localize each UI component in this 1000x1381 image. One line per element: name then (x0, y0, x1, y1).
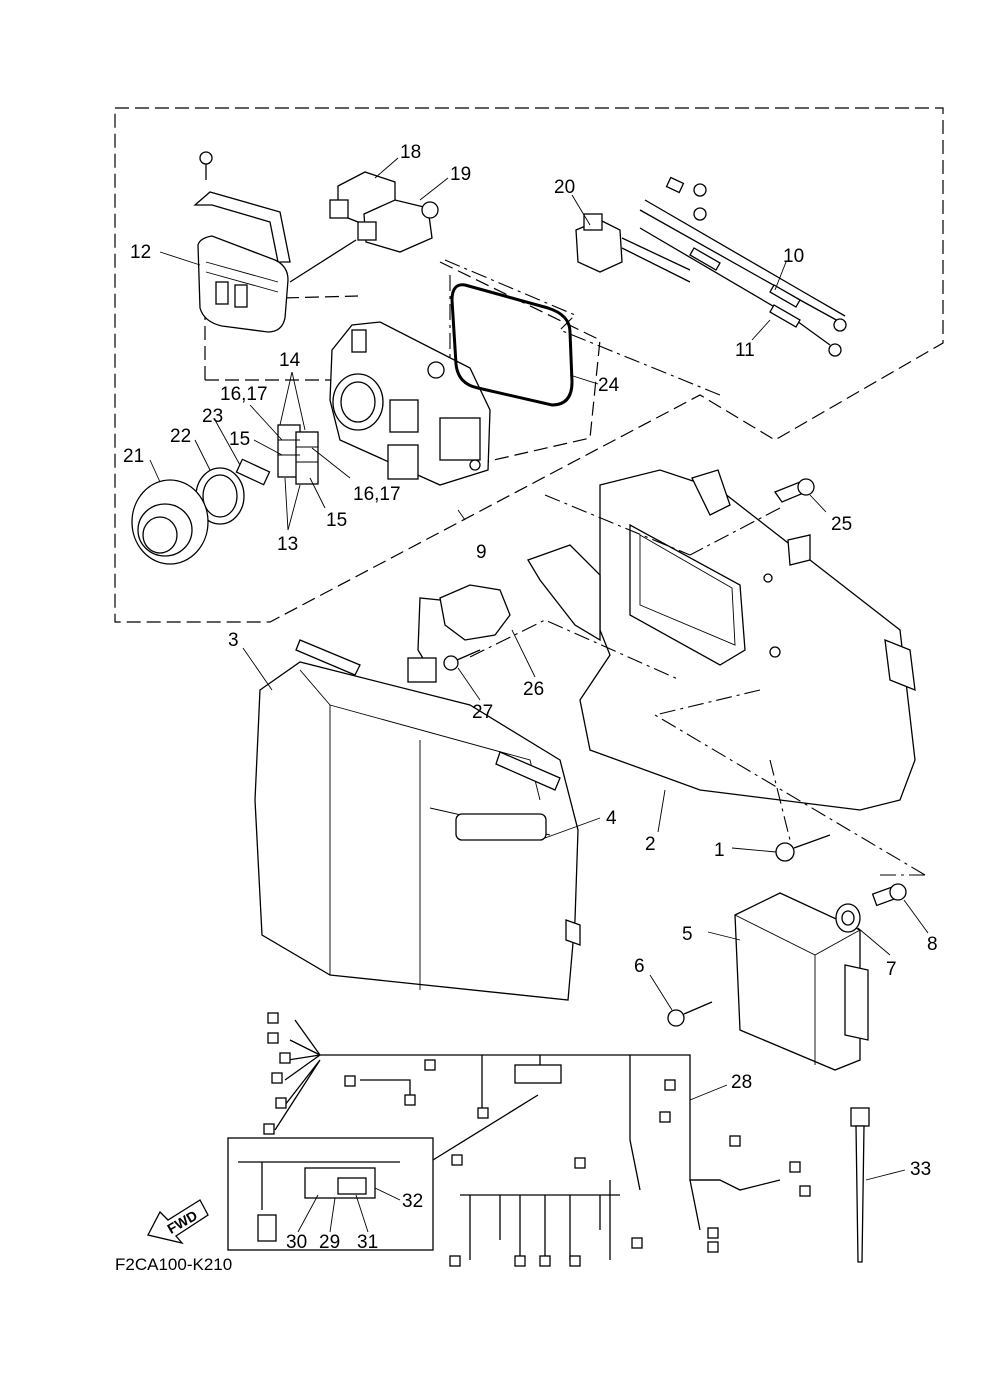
sensor-20 (575, 213, 623, 273)
callout-6: 6 (634, 956, 645, 977)
grommet-7 (835, 903, 861, 933)
cable-tie-33 (850, 1107, 870, 1263)
callout-8: 8 (927, 934, 938, 955)
callout-3: 3 (228, 630, 239, 651)
callout-1: 1 (714, 840, 725, 861)
diagram-code: F2CA100-K210 (115, 1255, 232, 1274)
callout-5: 5 (682, 924, 693, 945)
callout-12: 12 (130, 242, 151, 263)
callout-30: 30 (286, 1232, 307, 1253)
fwd-arrow-icon: FWD (147, 1199, 209, 1245)
callout-21: 21 (123, 446, 144, 467)
fuse-blocks-13-14 (277, 424, 319, 485)
wire-harness-28 (263, 1012, 811, 1267)
bolt-1 (775, 834, 831, 862)
callout-25: 25 (831, 514, 852, 535)
callout-32: 32 (402, 1191, 423, 1212)
callout-26: 26 (523, 679, 544, 700)
o-ring-22 (195, 467, 245, 525)
sensor-26 (407, 584, 511, 683)
relay-19 (357, 199, 439, 253)
callout-31: 31 (357, 1232, 378, 1253)
callout-20: 20 (554, 177, 575, 198)
terminal-23 (235, 458, 271, 486)
callout-33: 33 (910, 1159, 931, 1180)
callout-19: 19 (450, 164, 471, 185)
callout-15b: 15 (326, 510, 347, 531)
cover-12 (193, 151, 291, 333)
callout-9: 9 (476, 542, 487, 563)
callout-22: 22 (170, 426, 191, 447)
throttle-body (329, 321, 491, 486)
callout-16-17a: 16,17 (220, 384, 268, 405)
cap-21 (131, 479, 209, 565)
callout-18: 18 (400, 142, 421, 163)
electrical-box-2 (527, 469, 916, 811)
inset-detail (227, 1094, 539, 1251)
callout-29: 29 (319, 1232, 340, 1253)
callout-24: 24 (598, 375, 620, 396)
screw-6 (667, 1001, 713, 1027)
screw-27 (443, 649, 481, 671)
control-unit-5 (734, 892, 869, 1071)
callout-labels: 1 2 3 4 5 6 7 8 9 10 11 12 13 14 15 15 1… (123, 142, 938, 1253)
leader-lines (149, 157, 929, 1233)
cables-10-11 (621, 176, 847, 357)
callout-15a: 15 (229, 429, 250, 450)
cover-3 (254, 639, 581, 1001)
callout-4: 4 (606, 808, 617, 829)
bolt-25 (773, 478, 815, 503)
callout-16-17b: 16,17 (353, 484, 401, 505)
gasket-24 (450, 283, 574, 407)
callout-14: 14 (279, 350, 301, 371)
callout-27: 27 (472, 702, 493, 723)
callout-23: 23 (202, 406, 223, 427)
callout-28: 28 (731, 1072, 752, 1093)
callout-13: 13 (277, 534, 298, 555)
callout-11: 11 (735, 340, 755, 361)
collar-8 (871, 883, 907, 907)
box-dashdot-guides (469, 494, 926, 876)
callout-2: 2 (645, 834, 656, 855)
callout-10: 10 (783, 246, 804, 267)
assembly-boundary (114, 107, 944, 623)
callout-7: 7 (886, 959, 897, 980)
